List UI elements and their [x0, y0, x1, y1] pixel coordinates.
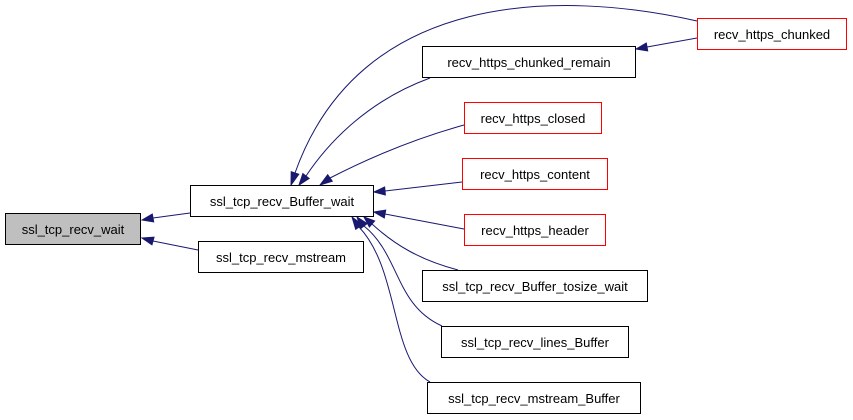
edge-line	[646, 37, 698, 48]
node-ssl-tcp-recv-wait[interactable]: ssl_tcp_recv_wait	[5, 213, 141, 245]
node-label: recv_https_chunked_remain	[447, 54, 611, 70]
node-recv-https-closed[interactable]: recv_https_closed	[464, 102, 602, 134]
node-ssl-tcp-recv-buffer-wait[interactable]: ssl_tcp_recv_Buffer_wait	[190, 185, 374, 217]
arrowhead	[290, 171, 300, 187]
edge-ssl-tcp-recv-buffer-tosize-wait-to-ssl-tcp-recv-buffer-wait	[362, 216, 459, 271]
edge-line	[384, 181, 463, 192]
edge-ssl-tcp-recv-mstream-buffer-to-ssl-tcp-recv-buffer-wait	[351, 215, 431, 383]
node-label: ssl_tcp_recv_lines_Buffer	[461, 334, 609, 350]
edge-line	[329, 124, 465, 179]
node-label: ssl_tcp_recv_wait	[21, 221, 125, 237]
edge-recv-https-chunked-to-ssl-tcp-recv-buffer-wait	[290, 5, 698, 187]
edge-line	[371, 223, 459, 271]
edge-line	[152, 212, 191, 219]
node-ssl-tcp-recv-lines-buffer[interactable]: ssl_tcp_recv_lines_Buffer	[441, 326, 629, 358]
node-label: ssl_tcp_recv_Buffer_wait	[209, 193, 355, 209]
arrowhead	[140, 236, 155, 246]
edge-line	[152, 240, 199, 251]
node-label: ssl_tcp_recv_mstream	[215, 249, 347, 265]
arrowhead	[634, 42, 649, 52]
node-label: recv_https_chunked	[713, 26, 831, 42]
edge-recv-https-chunked-remain-to-ssl-tcp-recv-buffer-wait	[298, 77, 431, 187]
node-ssl-tcp-recv-buffer-tosize-wait[interactable]: ssl_tcp_recv_Buffer_tosize_wait	[422, 270, 648, 302]
arrowhead	[351, 215, 364, 231]
node-label: recv_https_header	[481, 222, 589, 238]
arrowhead	[372, 186, 386, 196]
node-recv-https-chunked-remain[interactable]: recv_https_chunked_remain	[422, 46, 636, 78]
arrowhead	[140, 213, 155, 223]
node-ssl-tcp-recv-mstream[interactable]: ssl_tcp_recv_mstream	[198, 241, 364, 273]
node-ssl-tcp-recv-mstream-buffer[interactable]: ssl_tcp_recv_mstream_Buffer	[427, 382, 641, 414]
node-label: recv_https_closed	[480, 110, 586, 126]
edge-line	[363, 225, 443, 327]
edge-line	[358, 226, 431, 383]
node-recv-https-header[interactable]: recv_https_header	[464, 214, 606, 246]
edge-ssl-tcp-recv-mstream-to-ssl-tcp-recv-wait	[140, 236, 199, 251]
node-label: recv_https_content	[480, 166, 590, 182]
edge-line	[305, 77, 431, 177]
node-label: ssl_tcp_recv_Buffer_tosize_wait	[442, 278, 628, 294]
edge-recv-https-closed-to-ssl-tcp-recv-buffer-wait	[318, 124, 465, 186]
edge-recv-https-content-to-ssl-tcp-recv-buffer-wait	[372, 181, 463, 196]
node-label: ssl_tcp_recv_mstream_Buffer	[448, 390, 620, 406]
node-recv-https-content[interactable]: recv_https_content	[462, 158, 608, 190]
arrowhead	[372, 209, 387, 219]
edge-ssl-tcp-recv-buffer-wait-to-ssl-tcp-recv-wait	[140, 212, 191, 223]
node-recv-https-chunked[interactable]: recv_https_chunked	[697, 18, 847, 50]
edge-recv-https-header-to-ssl-tcp-recv-buffer-wait	[372, 209, 465, 230]
edge-line	[384, 213, 465, 230]
edge-recv-https-chunked-to-recv-https-chunked-remain	[634, 37, 698, 52]
arrowhead	[318, 173, 334, 186]
arrowhead	[298, 172, 311, 187]
arrowhead	[362, 216, 376, 228]
edge-line	[294, 5, 698, 174]
